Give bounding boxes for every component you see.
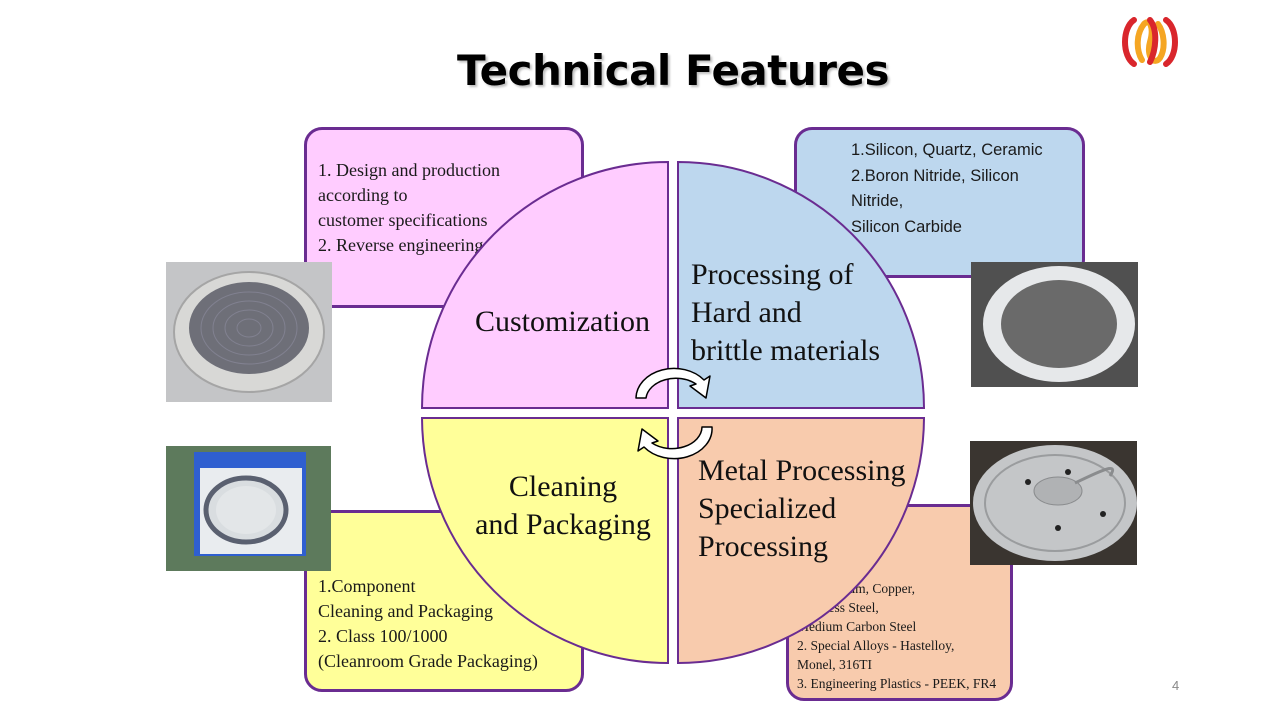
hard-brittle-label: Processing of Hard and brittle materials [691, 258, 881, 367]
hard-brittle-quadrant [677, 160, 926, 409]
cleaning-label: Cleaning and Packaging [475, 470, 651, 541]
packaged-ring-photo [166, 446, 331, 571]
customization-quadrant [420, 160, 669, 409]
cleaning-detail-text: 1.Component Cleaning and Packaging 2. Cl… [318, 576, 538, 671]
machined-metal-plate-photo [970, 441, 1137, 565]
hard-brittle-detail-text: 1.Silicon, Quartz, Ceramic 2.Boron Nitri… [851, 141, 1043, 236]
slide-title: Technical Features [457, 46, 889, 95]
clockwise-arrow-bottom-icon [637, 426, 713, 460]
clockwise-arrow-top-icon [635, 367, 711, 399]
mesh-filter-disc-photo [166, 262, 332, 402]
metal-label: Metal Processing Specialized Processing [698, 454, 906, 563]
quartz-ring-photo [971, 262, 1138, 387]
page-number: 4 [1172, 678, 1180, 693]
metal-quadrant [677, 417, 926, 665]
customization-label: Customization [475, 305, 650, 338]
customization-detail-text: 1. Design and production according to cu… [318, 160, 500, 255]
cleaning-quadrant [420, 417, 669, 665]
company-logo-icon [1122, 17, 1178, 67]
